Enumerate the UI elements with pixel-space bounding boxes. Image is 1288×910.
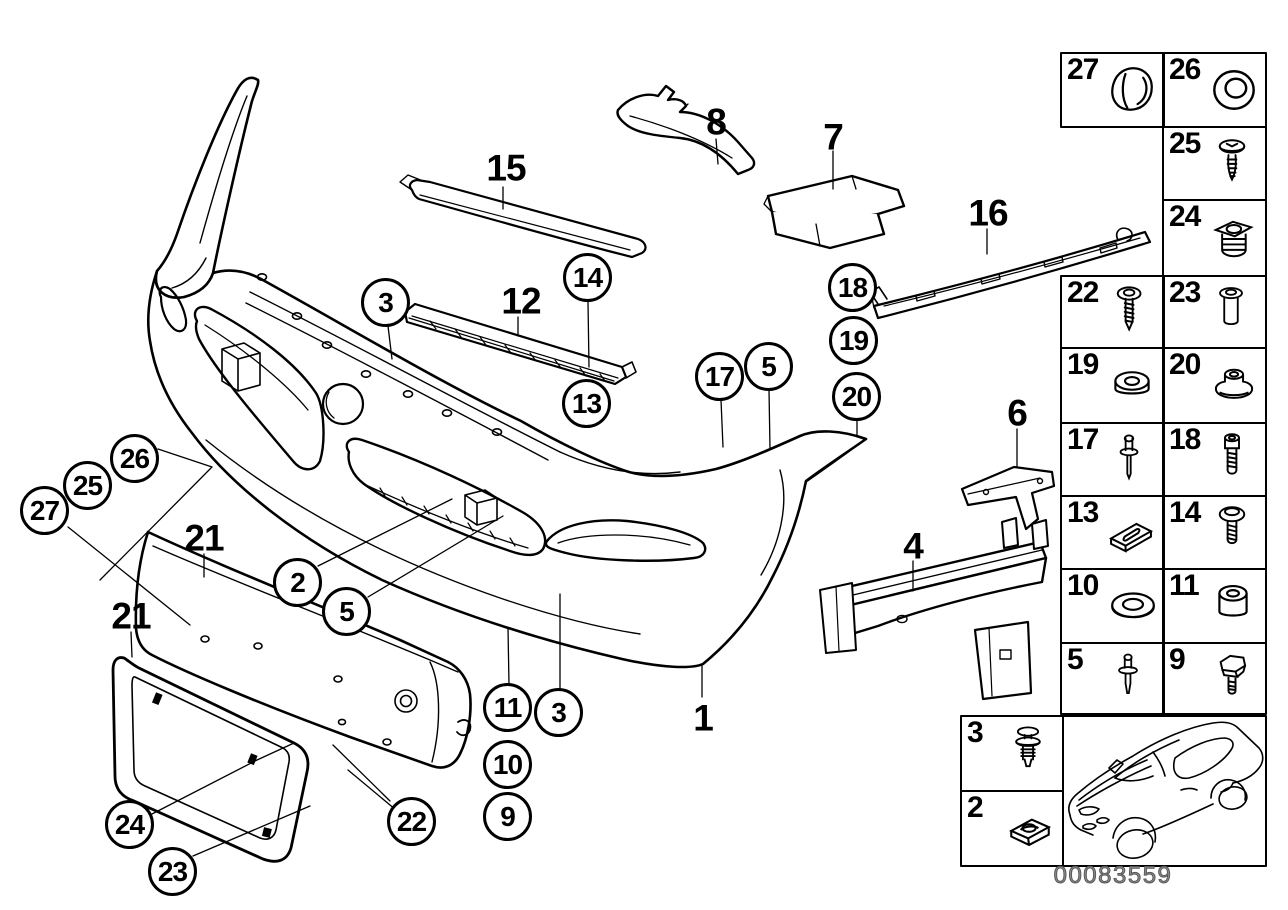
callout-label-7[interactable]: 7 <box>823 116 844 158</box>
legend-cell-10[interactable]: 10 <box>1061 569 1164 643</box>
cover-cap-icon <box>1111 67 1153 111</box>
callout-circle-26[interactable]: 26 <box>110 434 159 483</box>
self-tapping-screw-icon <box>1116 286 1142 332</box>
legend-number: 27 <box>1067 53 1099 86</box>
callout-circle-5b[interactable]: 5 <box>322 587 371 636</box>
callout-circle-25[interactable]: 25 <box>63 461 112 510</box>
callout-circle-17[interactable]: 17 <box>695 352 744 401</box>
leader-lines <box>67 138 1018 857</box>
callout-circle-20[interactable]: 20 <box>832 372 881 421</box>
callout-circle-3[interactable]: 3 <box>361 278 410 327</box>
legend-number: 2 <box>967 791 984 824</box>
legend-number: 11 <box>1169 569 1200 602</box>
legend-cell-11[interactable]: 11 <box>1163 569 1266 643</box>
diagram-number: 00083559 <box>1053 862 1173 889</box>
callout-circle-3b[interactable]: 3 <box>534 688 583 737</box>
callout-circle-11[interactable]: 11 <box>483 683 532 732</box>
callout-circle-22[interactable]: 22 <box>387 797 436 846</box>
legend-cell-2[interactable]: 2 <box>961 791 1063 866</box>
legend-cell-5[interactable]: 5 <box>1061 643 1164 714</box>
legend-number: 18 <box>1169 423 1201 456</box>
legend-cell-22[interactable]: 22 <box>1061 276 1164 348</box>
legend-cell-25[interactable]: 25 <box>1163 127 1266 200</box>
legend-number: 23 <box>1169 276 1201 309</box>
callout-circle-5[interactable]: 5 <box>744 342 793 391</box>
washer-head-screw-icon <box>1218 506 1246 545</box>
push-rivet-icon <box>1015 726 1041 768</box>
callout-label-1[interactable]: 1 <box>693 697 714 739</box>
expansion-nut-icon <box>1213 220 1254 258</box>
socket-head-bolt-icon <box>1224 433 1240 475</box>
support-rail-4-drawing <box>819 517 1049 701</box>
legend-number: 14 <box>1169 496 1201 529</box>
legend-number: 17 <box>1067 423 1099 456</box>
legend-number: 25 <box>1169 127 1201 160</box>
legend-cell-19[interactable]: 19 <box>1061 348 1164 423</box>
callout-label-21a[interactable]: 21 <box>184 517 224 559</box>
legend-cell-3[interactable]: 3 <box>961 716 1063 791</box>
callout-label-4[interactable]: 4 <box>903 525 924 567</box>
spacer-sleeve-icon <box>1218 584 1248 617</box>
legend-number: 9 <box>1169 643 1186 676</box>
bracket-7-drawing <box>763 174 906 250</box>
vehicle-thumbnail <box>1063 716 1266 866</box>
legend-number: 10 <box>1067 569 1099 602</box>
grommet-ring-icon <box>1213 70 1255 110</box>
legend-cell-18[interactable]: 18 <box>1163 423 1266 496</box>
callout-label-21b[interactable]: 21 <box>111 595 151 637</box>
callout-circle-19[interactable]: 19 <box>829 316 878 365</box>
legend-number: 5 <box>1067 643 1084 676</box>
rubber-washer-icon <box>1114 371 1150 395</box>
callout-circle-24[interactable]: 24 <box>105 800 154 849</box>
callout-circle-18[interactable]: 18 <box>828 263 877 312</box>
legend-number: 22 <box>1067 276 1099 309</box>
bracket-6-drawing <box>960 465 1056 531</box>
clip-nut-icon <box>1008 818 1052 847</box>
callout-circle-13[interactable]: 13 <box>562 379 611 428</box>
callout-label-16[interactable]: 16 <box>968 192 1008 234</box>
legend-number: 24 <box>1169 200 1201 233</box>
callout-circle-23[interactable]: 23 <box>148 847 197 896</box>
callout-label-15[interactable]: 15 <box>486 147 526 189</box>
legend-cell-9[interactable]: 9 <box>1163 643 1266 714</box>
legend-number: 20 <box>1169 348 1201 381</box>
expanding-rivet-icon <box>1118 653 1138 694</box>
callout-circle-10[interactable]: 10 <box>483 740 532 789</box>
legend-cell-17[interactable]: 17 <box>1061 423 1164 496</box>
legend-cell-27[interactable]: 27 <box>1061 53 1164 127</box>
callout-label-12[interactable]: 12 <box>501 280 541 322</box>
legend-cell-23[interactable]: 23 <box>1163 276 1266 348</box>
flanged-grommet-icon <box>1214 368 1254 399</box>
callout-circle-9[interactable]: 9 <box>483 792 532 841</box>
callout-circle-27[interactable]: 27 <box>20 486 69 535</box>
legend-cell-24[interactable]: 24 <box>1163 200 1266 276</box>
hex-bolt-icon <box>1219 654 1247 695</box>
legend-number: 3 <box>967 716 984 749</box>
bracket-8-drawing <box>616 84 756 176</box>
callout-label-6[interactable]: 6 <box>1007 392 1028 434</box>
callout-circle-14[interactable]: 14 <box>563 253 612 302</box>
legend-cell-26[interactable]: 26 <box>1163 53 1266 127</box>
legend-number: 26 <box>1169 53 1201 86</box>
legend-cell-14[interactable]: 14 <box>1163 496 1266 569</box>
callout-label-8[interactable]: 8 <box>706 101 727 143</box>
legend-cell-13[interactable]: 13 <box>1061 496 1164 569</box>
callout-circle-2[interactable]: 2 <box>273 558 322 607</box>
slotted-plate-icon <box>1108 522 1154 553</box>
flat-washer-icon <box>1111 592 1155 619</box>
legend-number: 19 <box>1067 348 1099 381</box>
legend-cell-20[interactable]: 20 <box>1163 348 1266 423</box>
blind-rivet-icon <box>1119 434 1139 481</box>
threaded-sleeve-icon <box>1219 287 1243 326</box>
coupe-thumbnail-icon <box>1068 721 1264 859</box>
legend-number: 13 <box>1067 496 1099 529</box>
pan-head-screw-icon <box>1218 139 1246 182</box>
